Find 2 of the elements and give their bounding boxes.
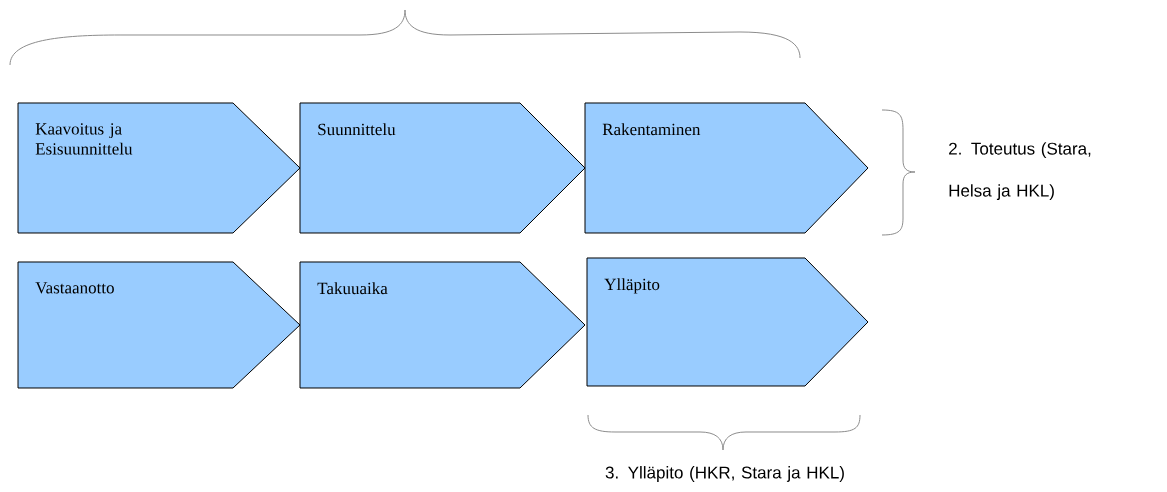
bracket-label: 2. Toteutus (Stara, Helsa ja HKL) bbox=[949, 142, 1091, 201]
bracket-label: 3. Ylläpito (HKR, Stara ja HKL) bbox=[605, 466, 844, 482]
